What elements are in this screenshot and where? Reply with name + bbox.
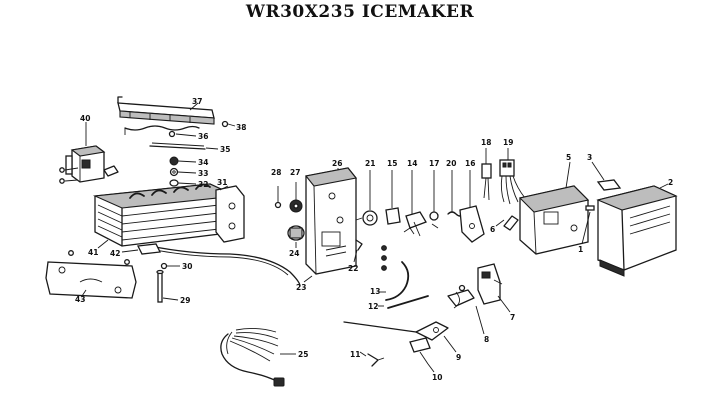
- part-28-screw: [274, 186, 282, 209]
- callout-26: 26: [332, 159, 342, 168]
- part-16-feeler-arm: [459, 205, 485, 243]
- part-7-valve: [477, 263, 503, 305]
- part-25-wire-harness: [220, 327, 285, 387]
- part-3-block: [596, 179, 622, 191]
- screw: [381, 245, 387, 251]
- callout-35: 35: [220, 145, 230, 154]
- part-27-gear: [289, 182, 303, 213]
- part-6-clip: [503, 215, 519, 231]
- callout-25: 25: [298, 350, 308, 359]
- part-38-screw: [221, 120, 229, 128]
- screw: [59, 167, 65, 173]
- callout-10: 10: [432, 373, 442, 382]
- callout-17: 17: [429, 159, 439, 168]
- callout-18: 18: [481, 138, 491, 147]
- part-37-rail: [117, 96, 215, 125]
- part-22-clip: [355, 239, 363, 251]
- callout-9: 9: [456, 353, 461, 362]
- callout-40: 40: [80, 114, 90, 123]
- part-30-screw: [160, 262, 168, 270]
- callout-43: 43: [75, 295, 85, 304]
- callout-32: 32: [198, 180, 208, 189]
- callout-8: 8: [484, 335, 489, 344]
- callout-14: 14: [407, 159, 417, 168]
- screw: [124, 259, 130, 265]
- callout-2: 2: [668, 178, 673, 187]
- callout-labels: 37 38 36 35 34 33 32 40 31 41 42 43: [75, 97, 673, 382]
- part-1-bracket: [585, 205, 595, 211]
- part-18-connector: [481, 163, 492, 201]
- part-31-mold-bracket: [215, 185, 245, 243]
- callout-37: 37: [192, 97, 202, 106]
- callout-29: 29: [180, 296, 190, 305]
- part-5-cover: [518, 185, 590, 255]
- callout-23: 23: [296, 283, 306, 292]
- part-17-cam: [429, 211, 439, 229]
- part-21-thermostat: [355, 210, 378, 226]
- callout-27: 27: [290, 168, 300, 177]
- callout-24: 24: [289, 249, 299, 258]
- screw: [59, 178, 65, 184]
- callout-19: 19: [503, 138, 513, 147]
- part-40-motor-bracket: [65, 145, 119, 183]
- callout-6: 6: [490, 225, 495, 234]
- callout-21: 21: [365, 159, 375, 168]
- screw: [381, 265, 387, 271]
- part-2-housing: [596, 185, 678, 277]
- part-35-stripper: [149, 142, 206, 150]
- callout-30: 30: [182, 262, 192, 271]
- callout-20: 20: [446, 159, 456, 168]
- part-11-clamp: [367, 353, 385, 367]
- callout-3: 3: [587, 153, 592, 162]
- callout-5: 5: [566, 153, 571, 162]
- callout-7: 7: [510, 313, 515, 322]
- callout-36: 36: [198, 132, 208, 141]
- part-13-fill-tube: [385, 261, 410, 301]
- part-34-gear: [169, 156, 179, 166]
- callout-11: 11: [350, 350, 360, 359]
- part-10-nut: [409, 337, 431, 365]
- part-19-connector: [499, 159, 526, 205]
- part-14-lever: [403, 211, 427, 237]
- part-43-mounting-plate: [45, 261, 137, 299]
- heater-lead: [149, 245, 301, 287]
- part-29-shaft: [156, 269, 164, 303]
- part-41-mold-heater: [92, 183, 239, 247]
- diagram-title: WR30X235 ICEMAKER: [245, 2, 475, 22]
- callout-34: 34: [198, 158, 208, 167]
- callout-41: 41: [88, 248, 98, 257]
- part-15-switch: [385, 200, 401, 225]
- callout-15: 15: [387, 159, 397, 168]
- part-8-fitting: [447, 284, 475, 309]
- part-33-washer: [169, 167, 179, 177]
- screw: [381, 255, 387, 261]
- part-26-control-housing: [305, 167, 357, 275]
- callout-13: 13: [370, 287, 380, 296]
- part-32-ring: [169, 179, 179, 187]
- screw: [68, 250, 74, 256]
- part-9-fill-tube: [343, 321, 449, 341]
- callout-28: 28: [271, 168, 281, 177]
- callout-16: 16: [465, 159, 475, 168]
- callout-31: 31: [217, 178, 227, 187]
- callout-12: 12: [368, 302, 378, 311]
- callout-33: 33: [198, 169, 208, 178]
- callout-22: 22: [348, 264, 358, 273]
- callout-1: 1: [578, 245, 583, 254]
- part-36-ejector: [124, 125, 200, 138]
- part-24-motor: [287, 225, 305, 241]
- part-42-clip: [137, 243, 161, 255]
- callout-38: 38: [236, 123, 246, 132]
- part-12-tube: [387, 295, 429, 309]
- callout-42: 42: [110, 249, 120, 258]
